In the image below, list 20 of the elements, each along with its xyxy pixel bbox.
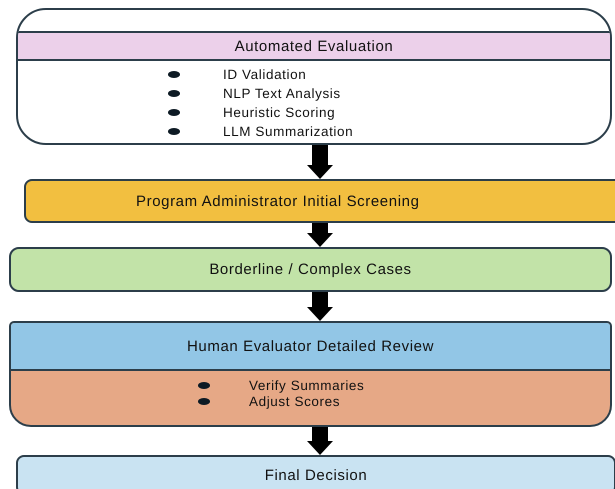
node-title: Final Decision	[264, 466, 368, 484]
section-box	[16, 8, 612, 145]
process-box	[9, 247, 612, 292]
bullet-text: ID Validation	[223, 66, 306, 83]
node-title: Human Evaluator Detailed Review	[186, 338, 434, 354]
arrow	[307, 292, 333, 321]
bullet-text: LLM Summarization	[223, 123, 354, 140]
section-box	[9, 321, 612, 427]
arrow	[307, 427, 333, 455]
bullet-text: Heuristic Scoring	[223, 104, 336, 121]
node-title: Program Administrator Initial Screening	[136, 192, 420, 210]
bullet-text: NLP Text Analysis	[223, 85, 341, 102]
arrow	[307, 223, 333, 247]
bullet-text: Adjust Scores	[249, 393, 340, 410]
node-title: Borderline / Complex Cases	[209, 261, 412, 278]
node-title: Automated Evaluation	[234, 38, 394, 54]
process-box	[24, 179, 615, 223]
arrow	[307, 145, 333, 179]
process-box	[16, 455, 615, 489]
bullet-text: Verify Summaries	[249, 377, 364, 394]
